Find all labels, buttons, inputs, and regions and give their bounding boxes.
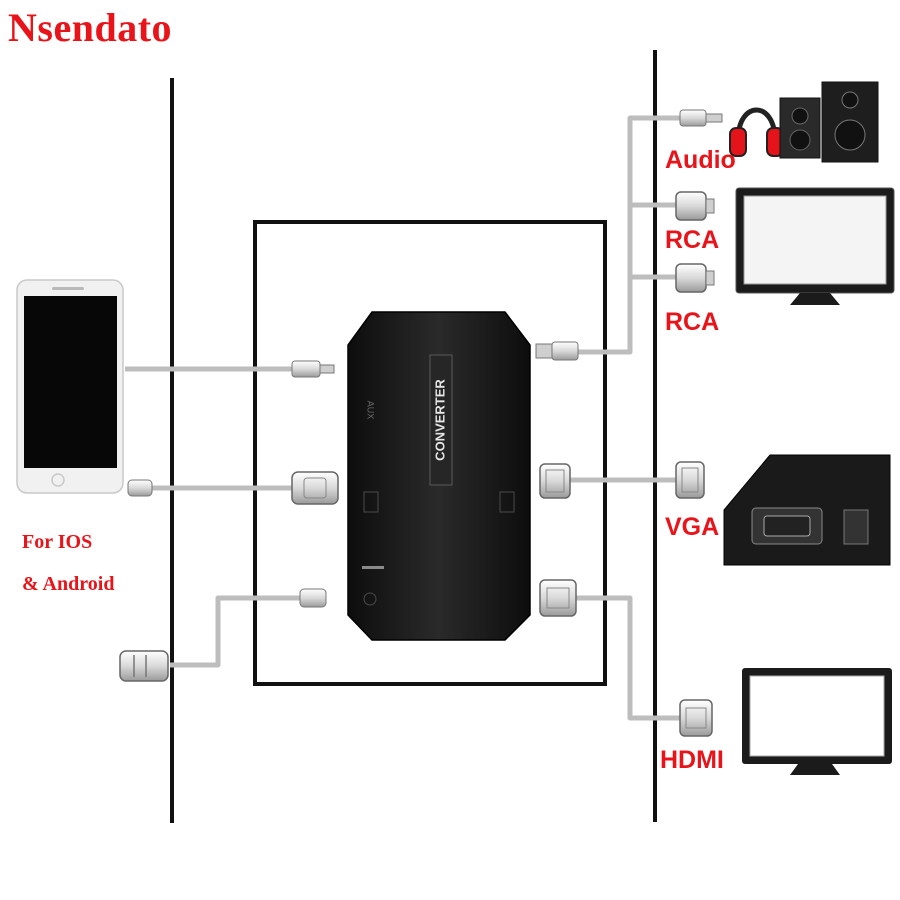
output-label-hdmi: HDMI: [660, 746, 724, 774]
smartphone-icon: [16, 279, 124, 494]
vga-plug-out: [539, 463, 571, 499]
power-plug-icon: [119, 650, 169, 682]
vga-device-icon: [723, 454, 891, 566]
output-label-rca-2: RCA: [665, 308, 720, 336]
vga-plug-far: [675, 461, 705, 499]
power-plug-in: [299, 588, 327, 608]
headphones-icon: [729, 107, 784, 157]
usb-plug-icon: [127, 479, 153, 497]
source-label-line2: & Android: [22, 573, 115, 595]
cable-power: [170, 595, 300, 668]
source-label-line1: For IOS: [22, 531, 93, 553]
brand-logo: Nsendato: [8, 5, 173, 50]
converter-name: CONVERTER: [432, 379, 447, 461]
cable-audio-out: [578, 115, 680, 355]
output-label-audio: Audio: [665, 146, 736, 174]
converter-device: CONVERTER AUX: [347, 311, 531, 641]
cable-hdmi: [575, 595, 680, 721]
audio-jack-plug: [679, 109, 723, 127]
output-label-rca-1: RCA: [665, 226, 720, 254]
speakers-icon: [779, 81, 879, 163]
rca-plug-2: [675, 263, 715, 293]
aux-port-label: AUX: [366, 401, 376, 420]
monitor-icon: [742, 668, 892, 775]
aux-plug-in: [291, 360, 335, 378]
hdmi-plug-out: [539, 579, 577, 617]
tv-icon: [735, 187, 895, 305]
converter-frame: [253, 220, 607, 686]
hdmi-plug-far: [679, 699, 713, 737]
audio-plug-out: [535, 341, 579, 361]
output-label-vga: VGA: [665, 513, 720, 541]
micro-usb-plug-in: [291, 471, 339, 505]
rca-plug-1: [675, 191, 715, 221]
cables: [125, 115, 680, 721]
